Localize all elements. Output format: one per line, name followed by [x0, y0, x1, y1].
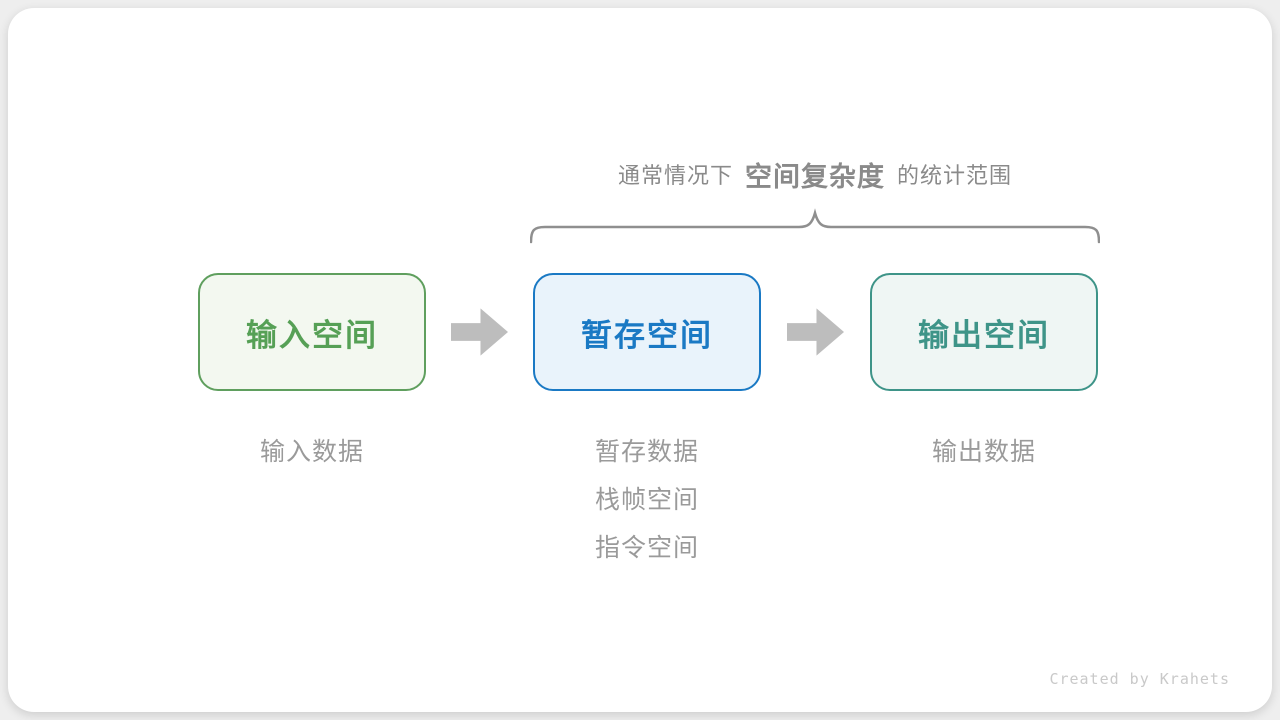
caption-line: 指令空间 [594, 534, 699, 562]
box-temp-space-label: 暂存空间 [581, 317, 713, 353]
annotation-suffix: 的统计范围 [897, 163, 1013, 188]
caption-line: 栈帧空间 [594, 486, 699, 514]
box-temp-space: 暂存空间 [533, 273, 761, 391]
annotation-highlight: 空间复杂度 [745, 161, 885, 192]
caption-output-data: 输出数据 [870, 428, 1098, 476]
caption-line: 输出数据 [931, 438, 1036, 466]
scope-annotation: 通常情况下 空间复杂度 的统计范围 [530, 152, 1100, 196]
credit-text: Created by Krahets [1049, 670, 1230, 688]
box-input-space: 输入空间 [198, 273, 426, 391]
diagram-card: 通常情况下 空间复杂度 的统计范围 输入空间 暂存空间 输出空间 输入数据 暂存… [8, 8, 1272, 712]
caption-line: 暂存数据 [594, 438, 699, 466]
annotation-prefix: 通常情况下 [617, 163, 733, 188]
box-output-space-label: 输出空间 [918, 317, 1050, 353]
caption-input-data: 输入数据 [198, 428, 426, 476]
brace-icon [530, 208, 1100, 244]
arrow-right-icon [787, 308, 844, 356]
box-output-space: 输出空间 [870, 273, 1098, 391]
caption-temp-data: 暂存数据 栈帧空间 指令空间 [533, 428, 761, 572]
caption-line: 输入数据 [259, 438, 364, 466]
arrow-right-icon [451, 308, 508, 356]
box-input-space-label: 输入空间 [246, 317, 378, 353]
